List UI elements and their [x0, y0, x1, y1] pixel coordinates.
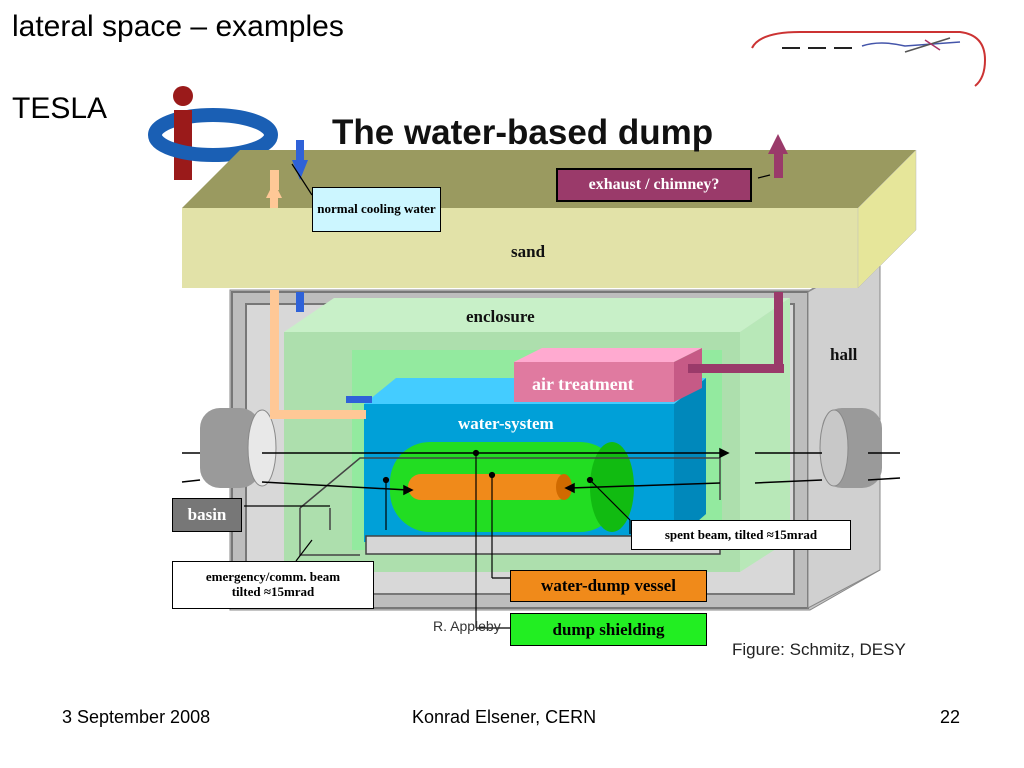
sand-slab [182, 149, 917, 289]
right-beam-port [819, 408, 882, 488]
ilc-logo-icon [148, 86, 278, 180]
label-normal-cooling-water: normal cooling water [312, 187, 441, 232]
footer-page-number: 22 [940, 707, 961, 727]
air-treatment-box [514, 348, 702, 402]
header-logo-icon [751, 31, 987, 87]
label-sand: sand [511, 242, 546, 261]
diagram-title: The water-based dump [332, 113, 714, 152]
label-water-dump-vessel: water-dump vessel [510, 570, 707, 602]
cooling-water-pipes [266, 140, 372, 419]
exhaust-chimney-pipe [688, 134, 788, 373]
label-air-treatment: air treatment [532, 374, 634, 394]
footer-date: 3 September 2008 [62, 707, 211, 727]
water-dump-vessel-cylinder [408, 474, 572, 500]
label-hall: hall [830, 345, 858, 364]
label-emergency-beam: emergency/comm. beam tilted ≈15mrad [172, 561, 374, 609]
beam-lines [181, 447, 901, 496]
label-dump-shielding: dump shielding [510, 613, 707, 646]
footer-author: Konrad Elsener, CERN [412, 707, 597, 727]
label-water-system: water-system [458, 414, 554, 433]
credit-appleby: R. Appleby [433, 618, 501, 634]
label-exhaust-chimney: exhaust / chimney? [556, 168, 752, 202]
left-beam-port [200, 408, 277, 488]
label-spent-beam: spent beam, tilted ≈15mrad [631, 520, 851, 550]
slide-title: lateral space – examples [12, 10, 344, 43]
slide-subtitle: TESLA [12, 92, 108, 125]
leader-lines [244, 163, 771, 629]
credit-figure: Figure: Schmitz, DESY [732, 640, 906, 659]
label-basin: basin [172, 498, 242, 532]
label-enclosure: enclosure [466, 307, 535, 326]
